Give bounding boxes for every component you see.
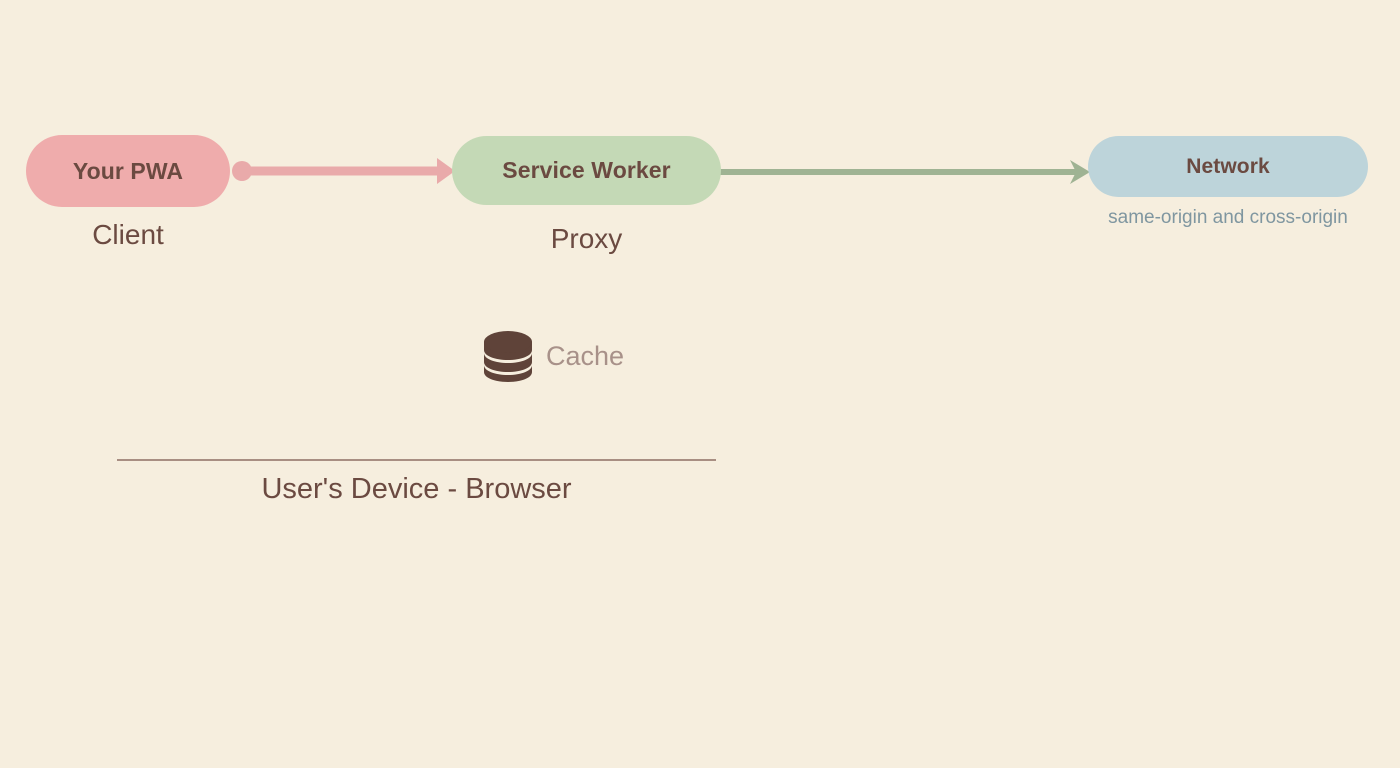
- browser-boundary-divider: [117, 459, 716, 461]
- node-your-pwa-caption: Client: [92, 219, 164, 250]
- connector-start-dot-icon: [232, 161, 252, 181]
- browser-boundary-label: User's Device - Browser: [261, 473, 572, 505]
- cache-group[interactable]: Cache: [484, 330, 624, 383]
- connector-arrowhead-icon: [1070, 160, 1090, 184]
- connector-service-worker-to-network: [720, 160, 1090, 184]
- connector-pwa-to-service-worker: [232, 158, 455, 184]
- node-service-worker-label: Service Worker: [502, 157, 671, 183]
- node-network-caption: same-origin and cross-origin: [1108, 207, 1348, 228]
- node-network[interactable]: Network: [1088, 136, 1368, 197]
- node-service-worker-caption: Proxy: [550, 223, 623, 254]
- node-service-worker[interactable]: Service Worker: [452, 136, 721, 205]
- node-your-pwa[interactable]: Your PWA: [26, 135, 230, 207]
- node-network-label: Network: [1186, 154, 1270, 178]
- database-icon: [484, 331, 532, 382]
- node-your-pwa-label: Your PWA: [72, 157, 184, 184]
- connector-arrowhead-icon: [437, 158, 455, 184]
- cache-label: Cache: [546, 341, 625, 371]
